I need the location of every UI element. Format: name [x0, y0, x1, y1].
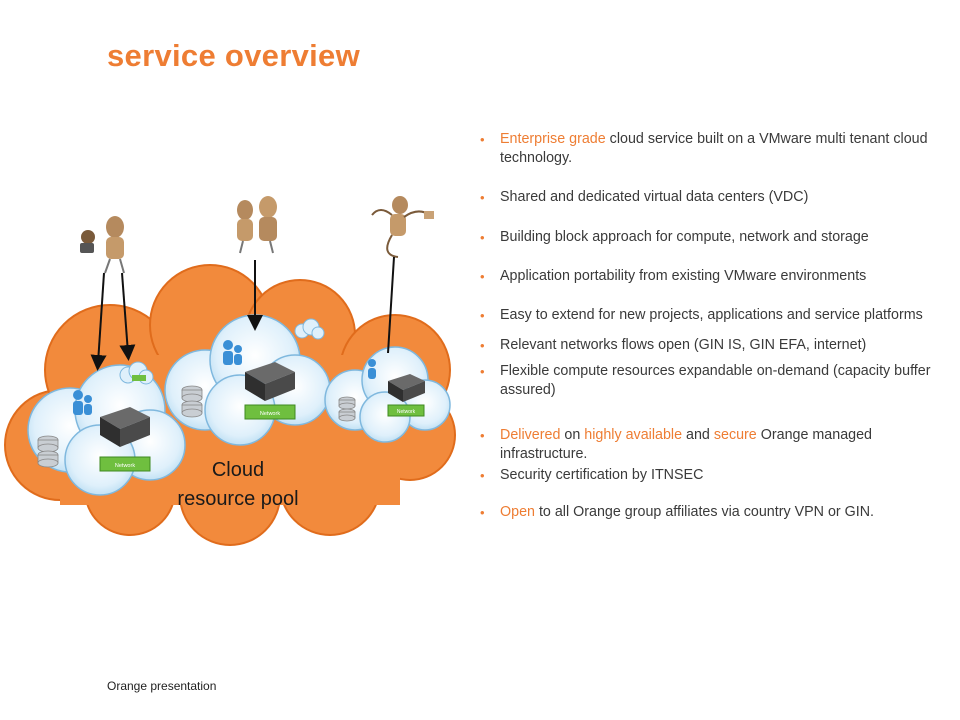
server-icon [388, 374, 425, 402]
bullet-item: Flexible compute resources expandable on… [480, 362, 940, 400]
feature-list: Enterprise grade cloud service built on … [480, 130, 940, 522]
server-icon [100, 407, 150, 447]
bullet-item: Relevant networks flows open (GIN IS, GI… [480, 336, 940, 355]
bullet-item: Building block approach for compute, net… [480, 228, 940, 247]
storage-icon [338, 396, 356, 422]
users-icon [223, 340, 242, 365]
virtual-data-center-right: Network [324, 346, 451, 443]
network-box-icon: Network [99, 456, 151, 472]
storage-icon [181, 385, 203, 418]
bullet-item: Shared and dedicated virtual data center… [480, 188, 940, 207]
bullet-item: Delivered on highly available and secure… [480, 426, 940, 464]
bullet-item: Application portability from existing VM… [480, 267, 940, 286]
virtual-data-center-middle: Network [164, 314, 331, 446]
arrow [90, 272, 107, 371]
arrow [387, 256, 395, 354]
network-label: Network [260, 411, 280, 417]
bullet-item: Easy to extend for new projects, applica… [480, 306, 940, 325]
network-box-icon: Network [387, 404, 425, 417]
arrow [119, 272, 136, 361]
server-icon [245, 362, 295, 401]
users-figure-icon [371, 196, 434, 258]
virtual-data-center-left: Network [27, 364, 186, 496]
small-cloud-icon [294, 318, 325, 340]
bullet-item: Enterprise grade cloud service built on … [480, 130, 940, 168]
users-icon [368, 359, 376, 379]
users-figure-icon [237, 196, 277, 254]
cloud-diagram: Network Network [4, 196, 456, 546]
pool-label-line2: resource pool [177, 488, 298, 510]
pool-label-line1: Cloud [212, 459, 264, 481]
bullet-item: Open to all Orange group affiliates via … [480, 503, 940, 522]
users-icon [73, 390, 92, 415]
footer-text: Orange presentation [107, 679, 217, 693]
users-figure-icon [80, 216, 125, 274]
slide-title: service overview [107, 38, 360, 73]
network-label: Network [397, 409, 416, 415]
bullet-item: Security certification by ITNSEC [480, 466, 940, 485]
small-cloud-icon [119, 361, 154, 385]
storage-icon [37, 435, 59, 468]
network-box-icon: Network [244, 404, 296, 420]
network-label: Network [115, 463, 135, 469]
